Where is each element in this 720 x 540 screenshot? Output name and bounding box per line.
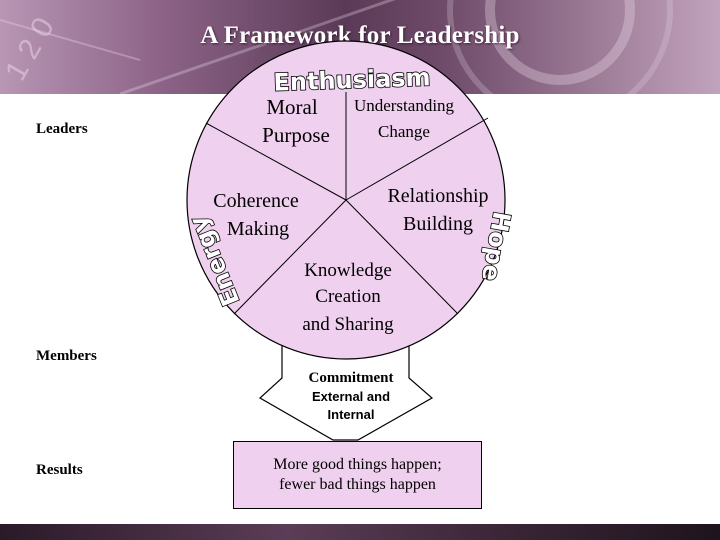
- relationship-line-2: Building: [403, 213, 473, 235]
- knowledge-line-2: Creation: [315, 286, 381, 307]
- enthusiasm-word: Enthusiasm: [273, 63, 431, 96]
- results-box: More good things happen; fewer bad thing…: [233, 441, 482, 509]
- relationship-line-1: Relationship: [387, 185, 488, 207]
- knowledge-line-3: and Sharing: [302, 314, 394, 335]
- leaders-label: Leaders: [36, 121, 88, 137]
- commitment-line-1: External and: [312, 389, 390, 404]
- members-label: Members: [36, 348, 97, 364]
- results-line-2: fewer bad things happen: [279, 476, 436, 493]
- divider-upper-left: [205, 122, 347, 201]
- moral-line-1: Moral: [266, 95, 317, 119]
- divider-upper-right: [345, 117, 489, 201]
- divider-lower-left: [233, 199, 347, 315]
- banner-background-art: 1 2 0: [0, 0, 673, 94]
- knowledge-line-1: Knowledge: [304, 260, 392, 281]
- divider-lower-right: [345, 199, 459, 315]
- moral-line-2: Purpose: [262, 123, 330, 147]
- understanding-line-1: Understanding: [354, 96, 455, 115]
- commitment-funnel: [258, 340, 434, 441]
- coherence-line-2: Making: [227, 218, 289, 240]
- coherence-line-1: Coherence: [213, 190, 299, 212]
- results-label: Results: [36, 462, 83, 478]
- results-text: More good things happen; fewer bad thing…: [243, 455, 473, 495]
- results-line-1: More good things happen;: [273, 456, 442, 473]
- bottom-strip: [0, 524, 720, 540]
- commitment-line-2: Internal: [328, 407, 375, 422]
- understanding-line-2: Change: [378, 122, 430, 141]
- commitment-title: Commitment: [309, 370, 394, 386]
